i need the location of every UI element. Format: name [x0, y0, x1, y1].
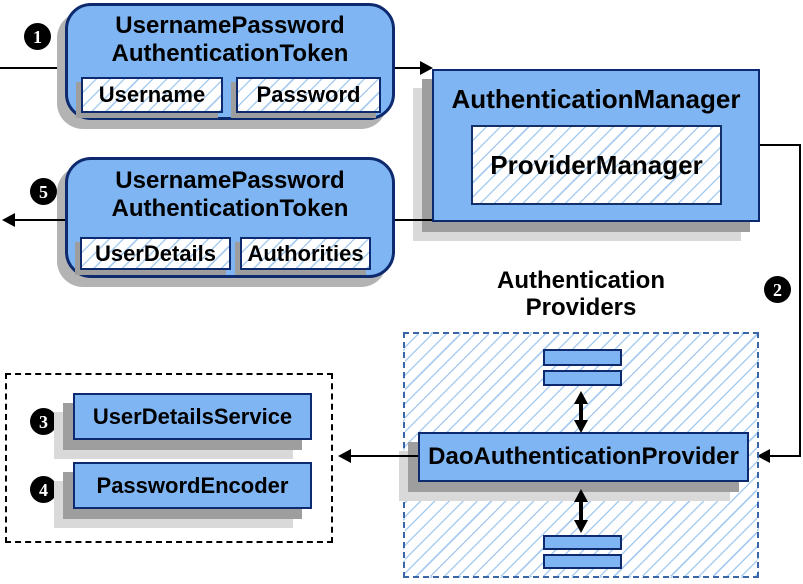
- provider-list-item-bar: [543, 535, 622, 550]
- password-field-box: Password: [236, 77, 381, 113]
- auth-manager-title: AuthenticationManager: [451, 84, 741, 114]
- double-arrow-top-line: [579, 402, 583, 422]
- double-arrow-top-up-head: [574, 391, 588, 404]
- provider-list-item-bar: [543, 349, 622, 366]
- double-arrow-bottom-down-head: [574, 520, 588, 533]
- step-5-badge: 5: [30, 178, 57, 205]
- step-2-badge: 2: [764, 276, 791, 303]
- incoming-request-line: [0, 67, 65, 69]
- dao-to-services-arrowhead: [338, 449, 351, 463]
- double-arrow-bottom-up-head: [574, 489, 588, 502]
- response-token-title-line2: AuthenticationToken: [111, 195, 349, 222]
- double-arrow-top-down-head: [574, 420, 588, 433]
- auth-manager-box: AuthenticationManager ProviderManager: [432, 69, 760, 222]
- userdetails-field-box: UserDetails: [80, 237, 231, 270]
- providers-group-title: Authentication Providers: [446, 267, 716, 321]
- password-encoder-box: PasswordEncoder: [73, 462, 312, 509]
- request-token-title: UsernamePassword AuthenticationToken: [68, 6, 392, 68]
- request-arrow-line: [395, 67, 422, 69]
- authorities-field-box: Authorities: [240, 237, 371, 270]
- response-token-box: UsernamePassword AuthenticationToken Use…: [65, 157, 395, 278]
- providers-group-title-line2: Providers: [525, 294, 637, 321]
- services-group-box: [5, 373, 333, 543]
- step-3-badge: 3: [30, 408, 57, 435]
- provider-list-item-bar: [543, 554, 622, 569]
- double-arrow-bottom-line: [579, 500, 583, 522]
- manager-to-provider-path-bottom: [770, 455, 801, 457]
- step-1-badge: 1: [24, 23, 51, 50]
- providers-group-title-line1: Authentication: [497, 267, 665, 294]
- manager-to-provider-path-top: [760, 144, 801, 146]
- request-token-title-line1: UsernamePassword: [115, 12, 345, 39]
- request-token-title-line2: AuthenticationToken: [111, 40, 349, 67]
- request-arrowhead: [420, 61, 433, 75]
- user-details-service-box: UserDetailsService: [73, 393, 312, 440]
- dao-to-services-arrow-line: [350, 455, 418, 457]
- provider-manager-box: ProviderManager: [471, 125, 722, 205]
- response-arrow-line: [14, 219, 65, 221]
- manager-to-token-connector: [395, 219, 432, 221]
- manager-to-provider-arrowhead: [757, 449, 770, 463]
- response-arrowhead: [2, 213, 15, 227]
- username-field-box: Username: [81, 77, 223, 113]
- manager-to-provider-path-vertical: [799, 144, 801, 457]
- request-token-box: UsernamePassword AuthenticationToken Use…: [65, 3, 395, 120]
- step-4-badge: 4: [30, 476, 57, 503]
- response-token-title: UsernamePassword AuthenticationToken: [68, 160, 392, 223]
- response-token-title-line1: UsernamePassword: [115, 167, 345, 194]
- dao-authentication-provider-box: DaoAuthenticationProvider: [418, 432, 749, 482]
- provider-list-item-bar: [543, 370, 622, 386]
